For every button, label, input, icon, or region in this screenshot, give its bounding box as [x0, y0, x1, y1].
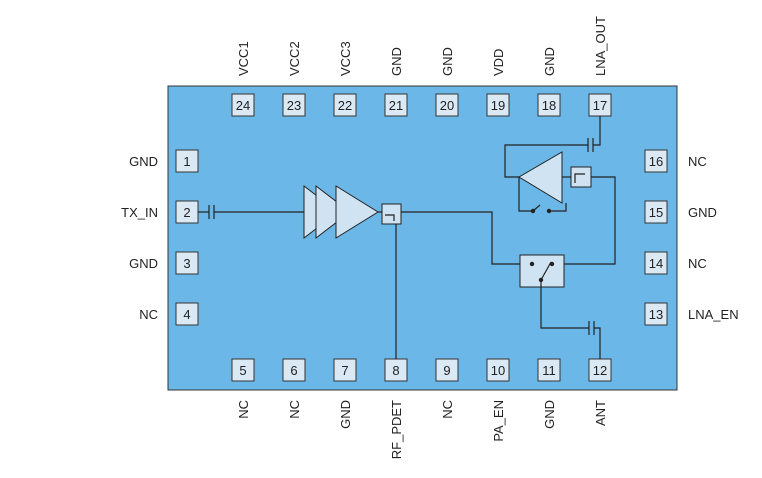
antenna-capacitor	[540, 280, 601, 359]
pin-24-number: 24	[236, 98, 250, 113]
pin-24-label: VCC1	[236, 41, 251, 76]
pin-10-number: 10	[491, 363, 505, 378]
pin-2-label: TX_IN	[121, 205, 158, 220]
pin-14-label: NC	[688, 256, 707, 271]
pin-1-label: GND	[129, 154, 158, 169]
pin-19-number: 19	[491, 98, 505, 113]
pin-2-number: 2	[183, 205, 190, 220]
pin-22-number: 22	[338, 98, 352, 113]
pin-1-box	[175, 149, 199, 173]
right-pins: 16 NC 15 GND 14 NC 13 LNA_EN	[644, 149, 739, 326]
pin-13-label: LNA_EN	[688, 307, 739, 322]
pin-20-label: GND	[440, 47, 455, 76]
pin-23-box	[282, 93, 306, 117]
pin-22-label: VCC3	[338, 41, 353, 76]
power-detector-coupler	[381, 203, 402, 225]
pin-11-box	[537, 358, 561, 382]
pin-23-number: 23	[287, 98, 301, 113]
pin-3-label: GND	[129, 256, 158, 271]
pin-9-label: NC	[440, 400, 455, 419]
chip-body	[167, 85, 678, 391]
pin-6-box	[282, 358, 306, 382]
top-labels: VCC1 VCC2 VCC3 GND GND VDD GND LNA_OUT	[236, 16, 608, 76]
pin-21-number: 21	[389, 98, 403, 113]
pin-4-number: 4	[183, 307, 190, 322]
pin-9-box	[435, 358, 459, 382]
pin-10-label: PA_EN	[491, 400, 506, 442]
pin-17-label: LNA_OUT	[593, 16, 608, 76]
pin-3-number: 3	[183, 256, 190, 271]
pin-8-label: RF_PDET	[389, 400, 404, 459]
pin-5-box	[231, 358, 255, 382]
power-amplifier	[303, 184, 379, 240]
pin-12-label: ANT	[593, 400, 608, 426]
pin-16-number: 16	[649, 154, 663, 169]
pin-9-number: 9	[443, 363, 450, 378]
pin-18-number: 18	[542, 98, 556, 113]
pin-4-label: NC	[139, 307, 158, 322]
pin-5-label: NC	[236, 400, 251, 419]
pin-15-number: 15	[649, 205, 663, 220]
pin-3-box	[175, 251, 199, 275]
pin-19-box	[486, 93, 510, 117]
pin-7-number: 7	[341, 363, 348, 378]
pin-11-number: 11	[542, 363, 556, 378]
lna-coupler	[570, 166, 592, 188]
pin-24-box	[231, 93, 255, 117]
top-pins: 24 23 22 21 20 19 18 17	[231, 93, 612, 117]
pin-11-label: GND	[542, 400, 557, 429]
pin-18-box	[537, 93, 561, 117]
pin-12-number: 12	[593, 363, 607, 378]
pin-18-label: GND	[542, 47, 557, 76]
pin-8-number: 8	[392, 363, 399, 378]
pin-21-label: GND	[389, 47, 404, 76]
tr-switch	[519, 254, 565, 288]
pin-13-number: 13	[649, 307, 663, 322]
pin-16-label: NC	[688, 154, 707, 169]
pin-17-number: 17	[593, 98, 607, 113]
pin-16-box	[644, 149, 668, 173]
pin-6-number: 6	[290, 363, 297, 378]
pa-to-switch-wire	[401, 211, 520, 265]
pin-7-box	[333, 358, 357, 382]
pin-13-box	[644, 302, 668, 326]
pin-19-label: VDD	[491, 49, 506, 76]
pin-22-box	[333, 93, 357, 117]
pin-6-label: NC	[287, 400, 302, 419]
pin-15-box	[644, 200, 668, 224]
pin-1-number: 1	[183, 154, 190, 169]
pin-23-label: VCC2	[287, 41, 302, 76]
bottom-labels: NC NC GND RF_PDET NC PA_EN GND ANT	[236, 400, 608, 459]
pin-5-number: 5	[239, 363, 246, 378]
pin-20-box	[435, 93, 459, 117]
pin-7-label: GND	[338, 400, 353, 429]
pin-4-box	[175, 302, 199, 326]
pin-14-box	[644, 251, 668, 275]
tx-input-capacitor	[198, 205, 305, 219]
pin-15-label: GND	[688, 205, 717, 220]
pin-20-number: 20	[440, 98, 454, 113]
switch-to-lna-wire	[564, 176, 616, 265]
lna-bypass-switch	[518, 177, 567, 214]
pin-14-number: 14	[649, 256, 663, 271]
lna-output-path	[504, 116, 601, 178]
left-pins: 1 GND 2 TX_IN 3 GND 4 NC	[121, 149, 199, 326]
bottom-pins: 5 6 7 8 9 10 11 12	[231, 358, 612, 382]
pin-10-box	[486, 358, 510, 382]
pin-21-box	[384, 93, 408, 117]
